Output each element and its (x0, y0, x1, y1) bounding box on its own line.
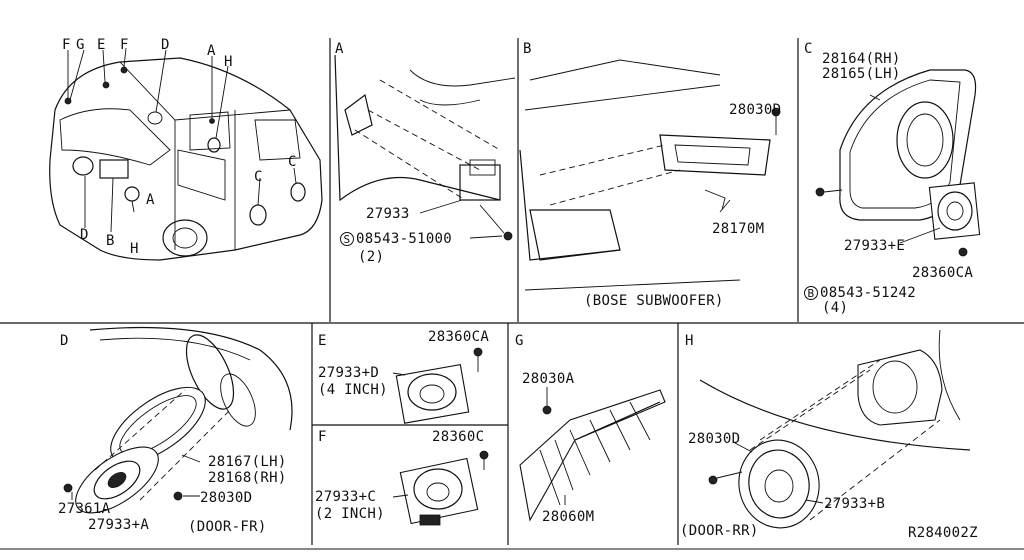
panel-f-letter: F (318, 429, 327, 445)
panel-c-part-28360ca: 28360CA (912, 265, 974, 281)
callout-g-label: G (76, 37, 85, 53)
panel-d-part-rh: 28168(RH) (208, 470, 287, 486)
panel-c-drawing (815, 69, 981, 257)
callout-d-bottom: D (80, 227, 89, 243)
panel-c-bolt-qty: (4) (822, 300, 849, 316)
panel-e-letter: E (318, 333, 327, 349)
panel-a-screw-qty: (2) (358, 249, 385, 265)
panel-c-part-27933e: 27933+E (844, 238, 906, 254)
panel-e-part-27933d: 27933+D (318, 365, 380, 381)
panel-a-part-27933: 27933 (366, 206, 410, 222)
panel-d-caption: (DOOR-FR) (188, 519, 267, 535)
panel-h-drawing (699, 329, 971, 529)
callout-e: E (97, 37, 106, 53)
panel-c-letter: C (804, 41, 813, 57)
panel-f-drawing (392, 450, 489, 526)
callout-a-top: A (207, 43, 216, 59)
panel-a-drawing (334, 54, 516, 241)
panel-a-screw-number: 08543-51000 (356, 231, 453, 247)
panel-g-letter: G (515, 333, 524, 349)
screw-symbol-icon: S (340, 232, 354, 246)
panel-c-bolt-number: 08543-51242 (820, 285, 917, 301)
callout-b: B (106, 233, 115, 249)
panel-h-caption: (DOOR-RR) (680, 523, 759, 539)
bolt-symbol-icon: B (804, 286, 818, 300)
panel-a-letter: A (335, 41, 344, 57)
panel-d-letter: D (60, 333, 69, 349)
panel-g-drawing (519, 387, 666, 522)
diagram-code: R284002Z (908, 525, 978, 541)
panel-b-drawing (519, 59, 781, 291)
vehicle-overview-drawing (49, 47, 323, 261)
callout-d-top: D (161, 37, 170, 53)
panel-d-part-27361a: 27361A (58, 501, 111, 517)
panel-b-part-28170m: 28170M (712, 221, 765, 237)
callout-f: F (120, 37, 129, 53)
callout-c-right: C (288, 154, 297, 170)
panel-d-part-27933a: 27933+A (88, 517, 150, 533)
panel-d-part-28030d: 28030D (200, 490, 253, 506)
panel-b-part-28030d: 28030D (729, 102, 782, 118)
panel-c-part-lh: 28165(LH) (822, 66, 901, 82)
panel-e-size: (4 INCH) (318, 382, 388, 398)
panel-g-part-28030a: 28030A (522, 371, 575, 387)
panel-f-size: (2 INCH) (315, 506, 385, 522)
panel-c-part-rh: 28164(RH) (822, 51, 901, 67)
panel-b-letter: B (523, 41, 532, 57)
panel-f-part-27933c: 27933+C (315, 489, 377, 505)
callout-c-left: C (254, 169, 263, 185)
panel-h-part-27933b: 27933+B (824, 496, 886, 512)
panel-g-part-28060m: 28060M (542, 509, 595, 525)
panel-d-drawing (63, 326, 293, 514)
callout-a-bottom: A (146, 192, 155, 208)
panel-h-part-28030d: 28030D (688, 431, 741, 447)
callout-h-top: H (224, 54, 233, 70)
callout-h-bottom: H (130, 241, 139, 257)
panel-e-drawing (392, 347, 483, 424)
panel-f-part-28360c: 28360C (432, 429, 485, 445)
panel-d-part-lh: 28167(LH) (208, 454, 287, 470)
panel-dividers (0, 38, 1024, 550)
panel-e-part-28360ca: 28360CA (428, 329, 490, 345)
panel-h-letter: H (685, 333, 694, 349)
panel-b-caption: (BOSE SUBWOOFER) (584, 293, 724, 309)
callout-f-left: F (62, 37, 71, 53)
